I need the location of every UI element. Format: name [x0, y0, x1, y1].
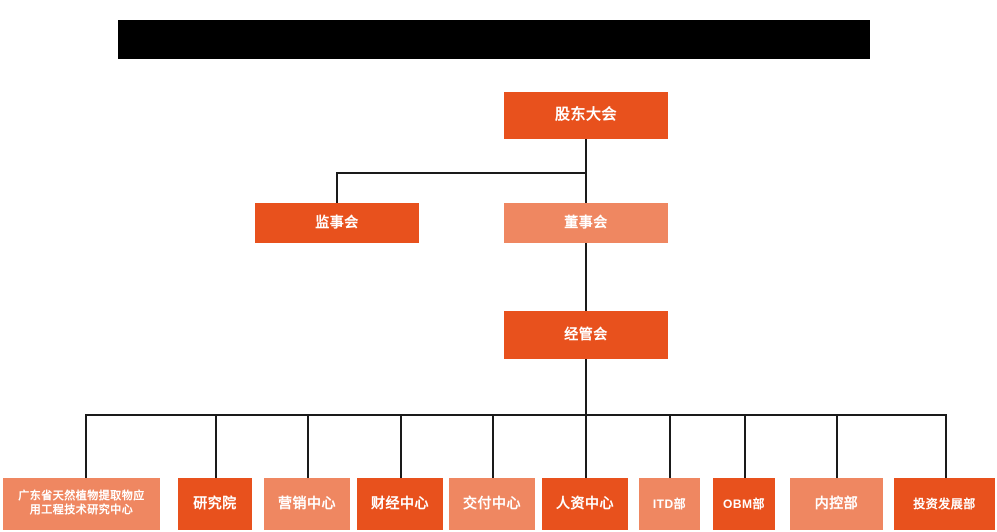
connector-supervisors-down [336, 172, 338, 203]
node-dept-itd[interactable]: ITD部 [639, 478, 700, 530]
node-dept-marketing-center[interactable]: 营销中心 [264, 478, 350, 530]
connector-directors-down [585, 172, 587, 203]
node-dept-research-center-line1: 广东省天然植物提取物应 [18, 490, 145, 503]
connector-drop-dept-2 [215, 414, 217, 478]
connector-shareholders-down [585, 139, 587, 174]
node-board-of-directors[interactable]: 董事会 [504, 203, 668, 243]
node-dept-investment-development[interactable]: 投资发展部 [894, 478, 995, 530]
connector-drop-dept-7 [669, 414, 671, 478]
node-dept-obm[interactable]: OBM部 [713, 478, 775, 530]
node-shareholders-meeting[interactable]: 股东大会 [504, 92, 668, 139]
node-dept-research-institute[interactable]: 研究院 [178, 478, 252, 530]
connector-drop-dept-5 [492, 414, 494, 478]
connector-drop-dept-10 [945, 414, 947, 478]
node-dept-finance-center[interactable]: 财经中心 [357, 478, 443, 530]
redacted-title-bar [118, 20, 870, 59]
connector-directors-to-management [585, 243, 587, 311]
connector-drop-dept-4 [400, 414, 402, 478]
connector-drop-dept-6 [585, 414, 587, 478]
connector-drop-dept-1 [85, 414, 87, 478]
connector-management-down [585, 359, 587, 415]
node-dept-research-center[interactable]: 广东省天然植物提取物应 用工程技术研究中心 [3, 478, 160, 530]
node-dept-hr-center[interactable]: 人资中心 [542, 478, 628, 530]
connector-drop-dept-3 [307, 414, 309, 478]
node-dept-delivery-center[interactable]: 交付中心 [449, 478, 535, 530]
node-dept-internal-control[interactable]: 内控部 [790, 478, 883, 530]
connector-drop-dept-8 [744, 414, 746, 478]
connector-drop-dept-9 [836, 414, 838, 478]
node-board-of-supervisors[interactable]: 监事会 [255, 203, 419, 243]
connector-department-bus [85, 414, 946, 416]
node-management-committee[interactable]: 经管会 [504, 311, 668, 359]
connector-split-bar-level1 [336, 172, 587, 174]
node-dept-research-center-line2: 用工程技术研究中心 [29, 504, 134, 516]
